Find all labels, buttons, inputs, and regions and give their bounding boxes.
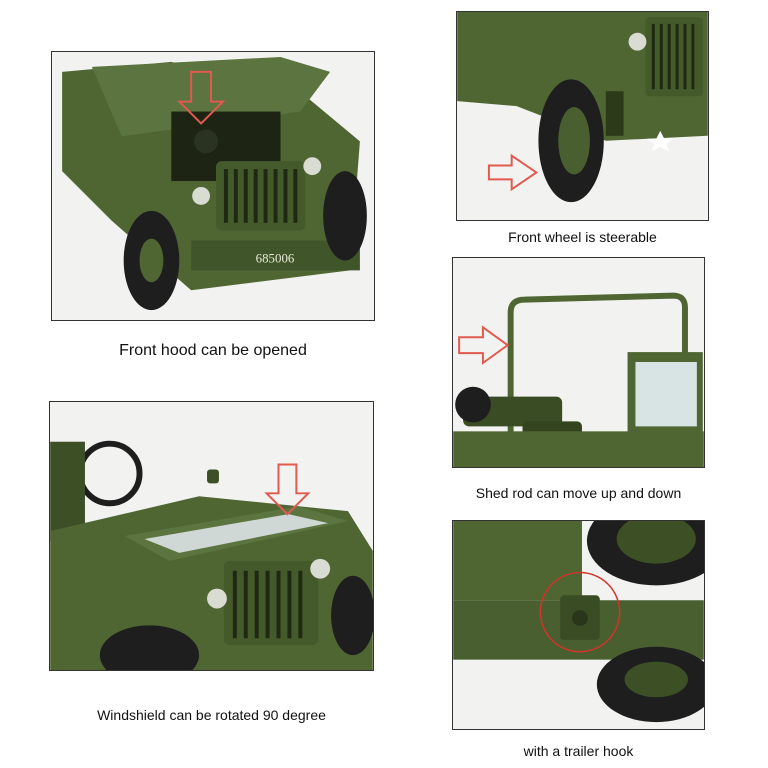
bumper-plate-number: 685006 xyxy=(256,251,295,265)
right-arrow-icon-2 xyxy=(458,325,510,365)
down-arrow-icon-2 xyxy=(264,463,311,516)
photo-front-hood: 685006 xyxy=(51,51,375,321)
down-arrow-icon xyxy=(176,70,226,125)
photo-windshield xyxy=(49,401,374,671)
right-arrow-icon xyxy=(487,153,539,192)
trailer-hook-illustration xyxy=(453,521,704,729)
caption-windshield: Windshield can be rotated 90 degree xyxy=(97,707,326,723)
star-icon xyxy=(647,130,674,152)
caption-trailer-hook: with a trailer hook xyxy=(523,743,634,759)
front-wheel-illustration xyxy=(457,12,708,220)
caption-front-hood: Front hood can be opened xyxy=(119,342,307,359)
caption-shed-rod: Shed rod can move up and down xyxy=(475,485,682,501)
caption-front-wheel: Front wheel is steerable xyxy=(508,229,657,245)
highlight-circle xyxy=(539,571,621,653)
photo-shed-rod xyxy=(452,257,705,468)
shed-rod-illustration xyxy=(453,258,704,467)
photo-front-wheel xyxy=(456,11,709,221)
windshield-illustration xyxy=(50,402,373,670)
photo-trailer-hook xyxy=(452,520,705,730)
front-hood-illustration: 685006 xyxy=(52,52,374,320)
